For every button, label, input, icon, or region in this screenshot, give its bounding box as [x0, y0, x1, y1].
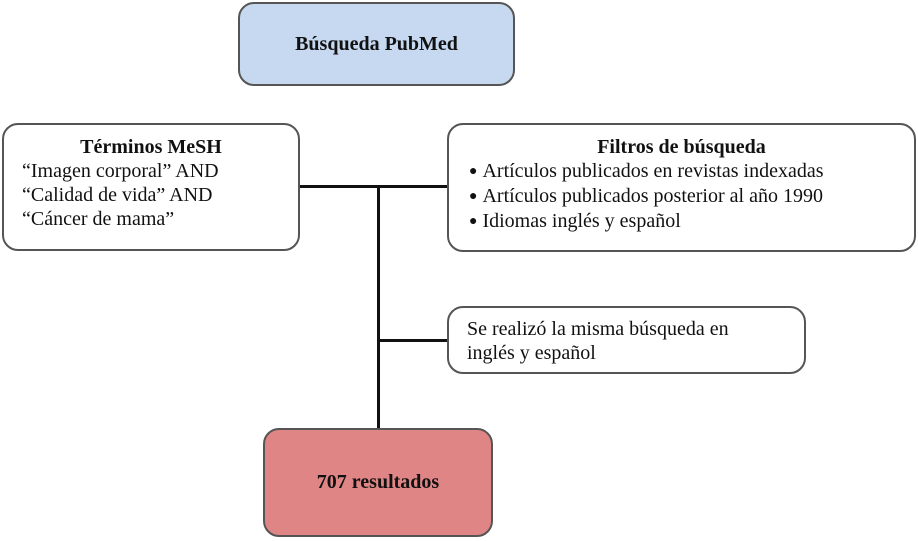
- filter-item: Artículos publicados en revistas indexad…: [469, 159, 914, 184]
- mesh-terms-box: Términos MeSH “Imagen corporal” AND “Cal…: [2, 123, 300, 251]
- connector-vertical: [377, 185, 380, 430]
- results-label: 707 resultados: [316, 471, 440, 493]
- mesh-terms-title: Términos MeSH: [80, 136, 222, 158]
- mesh-term-line: “Cáncer de mama”: [22, 208, 175, 230]
- results-box: 707 resultados: [263, 428, 493, 537]
- language-note-box: Se realizó la misma búsqueda en inglés y…: [447, 306, 806, 374]
- mesh-term-line: “Imagen corporal” AND: [22, 160, 219, 182]
- connector-horizontal-top: [298, 185, 449, 188]
- language-note-line: inglés y español: [467, 342, 596, 364]
- pubmed-search-box: Búsqueda PubMed: [238, 2, 515, 86]
- filter-item: Idiomas inglés y español: [469, 209, 914, 234]
- connector-horizontal-note: [377, 339, 449, 342]
- pubmed-search-label: Búsqueda PubMed: [295, 32, 458, 55]
- filter-item: Artículos publicados posterior al año 19…: [469, 184, 914, 209]
- search-filters-title: Filtros de búsqueda: [597, 136, 766, 158]
- language-note-line: Se realizó la misma búsqueda en: [467, 318, 729, 340]
- search-filters-box: Filtros de búsqueda Artículos publicados…: [447, 123, 916, 252]
- mesh-term-line: “Calidad de vida” AND: [22, 184, 213, 206]
